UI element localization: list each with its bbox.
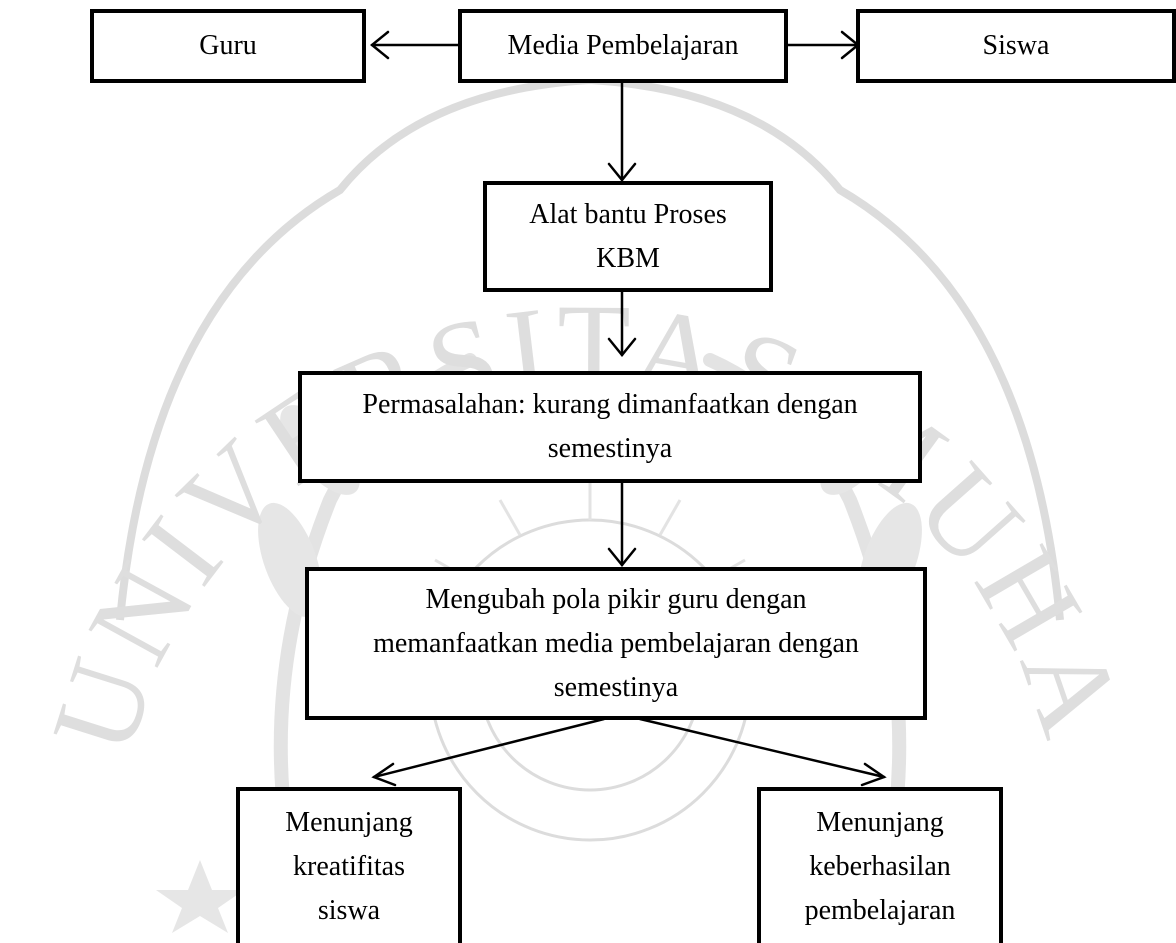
node-mengubah-pola-pikir: Mengubah pola pikir guru dengan memanfaa…	[305, 567, 927, 720]
node-alat-bantu: Alat bantu Proses KBM	[483, 181, 773, 292]
node-alat-bantu-label: Alat bantu Proses KBM	[529, 198, 727, 274]
arrow-mengubah-to-keberhasilan	[638, 717, 886, 779]
node-menunjang-kreatifitas: Menunjang kreatifitas siswa	[236, 787, 462, 943]
node-siswa-label: Siswa	[982, 30, 1050, 61]
node-menunjang-keberhasilan-label: Menunjang keberhasilan pembelajaran	[804, 807, 956, 926]
node-menunjang-keberhasilan: Menunjang keberhasilan pembelajaran	[757, 787, 1003, 943]
node-permasalahan: Permasalahan: kurang dimanfaatkan dengan…	[298, 371, 922, 483]
node-media-pembelajaran: Media Pembelajaran	[458, 9, 788, 83]
node-media-pembelajaran-label: Media Pembelajaran	[507, 30, 739, 61]
node-mengubah-pola-pikir-label: Mengubah pola pikir guru dengan memanfaa…	[373, 583, 859, 703]
node-guru-label: Guru	[199, 30, 257, 61]
node-guru: Guru	[90, 9, 366, 83]
node-siswa: Siswa	[856, 9, 1176, 83]
node-menunjang-kreatifitas-label: Menunjang kreatifitas siswa	[285, 807, 413, 926]
arrow-mengubah-to-kreatifitas	[372, 717, 606, 779]
node-permasalahan-label: Permasalahan: kurang dimanfaatkan dengan…	[362, 389, 858, 464]
